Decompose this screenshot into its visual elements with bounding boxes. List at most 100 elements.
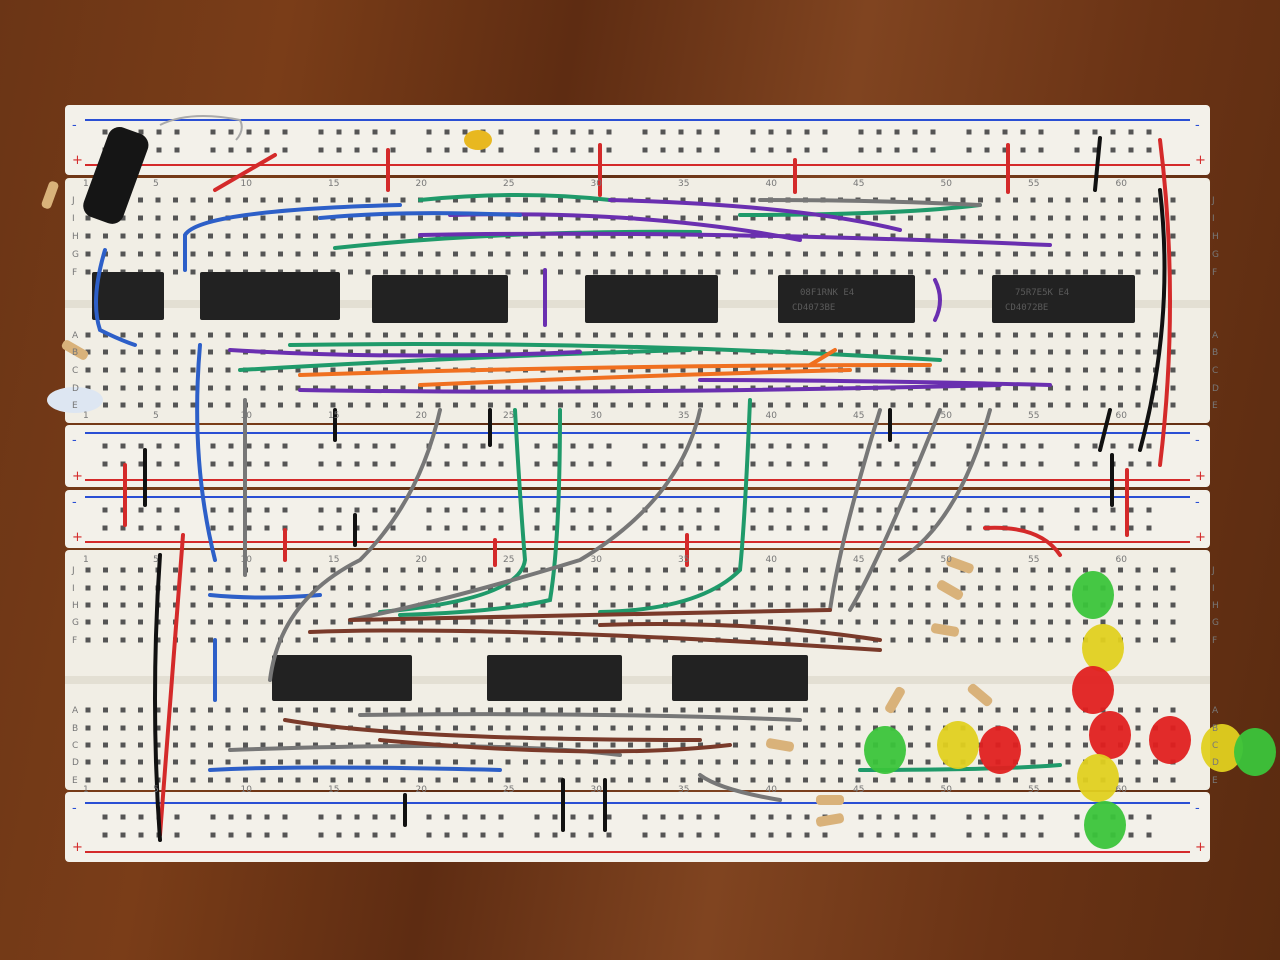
hole xyxy=(698,602,703,608)
ic-chip xyxy=(200,272,340,320)
rail-hole xyxy=(390,129,396,135)
hole xyxy=(838,251,843,257)
hole xyxy=(715,332,721,338)
hole xyxy=(960,619,966,625)
hole xyxy=(173,777,178,783)
row-letter: I xyxy=(72,214,75,224)
hole xyxy=(960,251,966,257)
hole xyxy=(593,251,598,257)
hole xyxy=(418,402,423,408)
hole xyxy=(943,602,948,608)
rail-hole xyxy=(228,129,234,135)
hole xyxy=(138,637,143,643)
hole xyxy=(348,567,353,573)
rail-hole xyxy=(660,814,666,820)
rail-hole xyxy=(1128,443,1134,449)
hole xyxy=(855,367,861,373)
rail-hole xyxy=(786,507,792,513)
rail-hole xyxy=(912,507,918,513)
rail-hole xyxy=(570,461,576,467)
hole xyxy=(995,332,1001,338)
row-letter: G xyxy=(1212,250,1219,260)
rail-hole xyxy=(642,443,648,449)
rail-hole xyxy=(210,525,216,531)
hole xyxy=(260,215,266,221)
rail-hole xyxy=(264,525,270,531)
rail-hole xyxy=(264,832,270,838)
hole xyxy=(1083,251,1088,257)
hole xyxy=(1170,269,1176,275)
hole xyxy=(138,367,143,373)
column-number: 50 xyxy=(941,179,953,189)
hole xyxy=(453,637,458,643)
hole xyxy=(593,585,598,591)
rail-hole xyxy=(480,525,486,531)
hole xyxy=(173,367,178,373)
rail-hole xyxy=(138,443,144,449)
hole xyxy=(313,332,318,338)
row-letter: H xyxy=(72,601,79,611)
hole xyxy=(593,602,598,608)
hole xyxy=(873,251,878,257)
rail-hole xyxy=(1002,129,1008,135)
row-letter: B xyxy=(72,724,78,734)
rail-hole xyxy=(480,147,486,153)
hole xyxy=(278,602,283,608)
hole xyxy=(278,567,283,573)
row-letter: D xyxy=(1212,758,1219,768)
hole xyxy=(715,725,721,731)
hole xyxy=(278,215,283,221)
hole xyxy=(663,725,668,731)
hole xyxy=(558,707,563,713)
hole xyxy=(1118,197,1123,203)
hole xyxy=(943,707,948,713)
hole xyxy=(523,777,528,783)
rail-hole xyxy=(570,525,576,531)
rail-hole xyxy=(678,443,684,449)
hole xyxy=(1170,585,1176,591)
hole xyxy=(698,777,703,783)
hole xyxy=(890,215,896,221)
column-number: 1 xyxy=(83,555,89,565)
hole xyxy=(645,602,651,608)
hole xyxy=(855,349,861,355)
hole xyxy=(995,367,1001,373)
hole xyxy=(505,637,511,643)
hole xyxy=(610,332,616,338)
hole xyxy=(995,402,1001,408)
hole xyxy=(680,619,686,625)
rail-hole xyxy=(1110,443,1116,449)
hole xyxy=(663,367,668,373)
hole xyxy=(663,402,668,408)
hole xyxy=(120,349,126,355)
hole xyxy=(138,215,143,221)
hole xyxy=(1065,585,1071,591)
ic-chip xyxy=(372,275,508,323)
hole xyxy=(1065,637,1071,643)
hole xyxy=(260,777,266,783)
hole xyxy=(1083,402,1088,408)
hole xyxy=(1135,725,1141,731)
hole xyxy=(960,707,966,713)
hole xyxy=(453,619,458,625)
hole xyxy=(575,215,581,221)
hole xyxy=(243,385,248,391)
hole xyxy=(925,637,931,643)
hole xyxy=(505,725,511,731)
hole xyxy=(890,777,896,783)
rail-hole xyxy=(390,507,396,513)
rail-hole xyxy=(570,443,576,449)
hole xyxy=(925,233,931,239)
hole xyxy=(330,367,336,373)
hole xyxy=(750,332,756,338)
hole xyxy=(995,637,1001,643)
hole xyxy=(225,619,231,625)
rail-hole xyxy=(822,525,828,531)
column-number: 40 xyxy=(766,785,778,795)
rail-hole xyxy=(246,525,252,531)
rail-hole xyxy=(174,147,180,153)
hole xyxy=(978,602,983,608)
resistor xyxy=(946,556,974,574)
rail-minus-sign: - xyxy=(1195,801,1200,816)
rail-hole xyxy=(588,129,594,135)
